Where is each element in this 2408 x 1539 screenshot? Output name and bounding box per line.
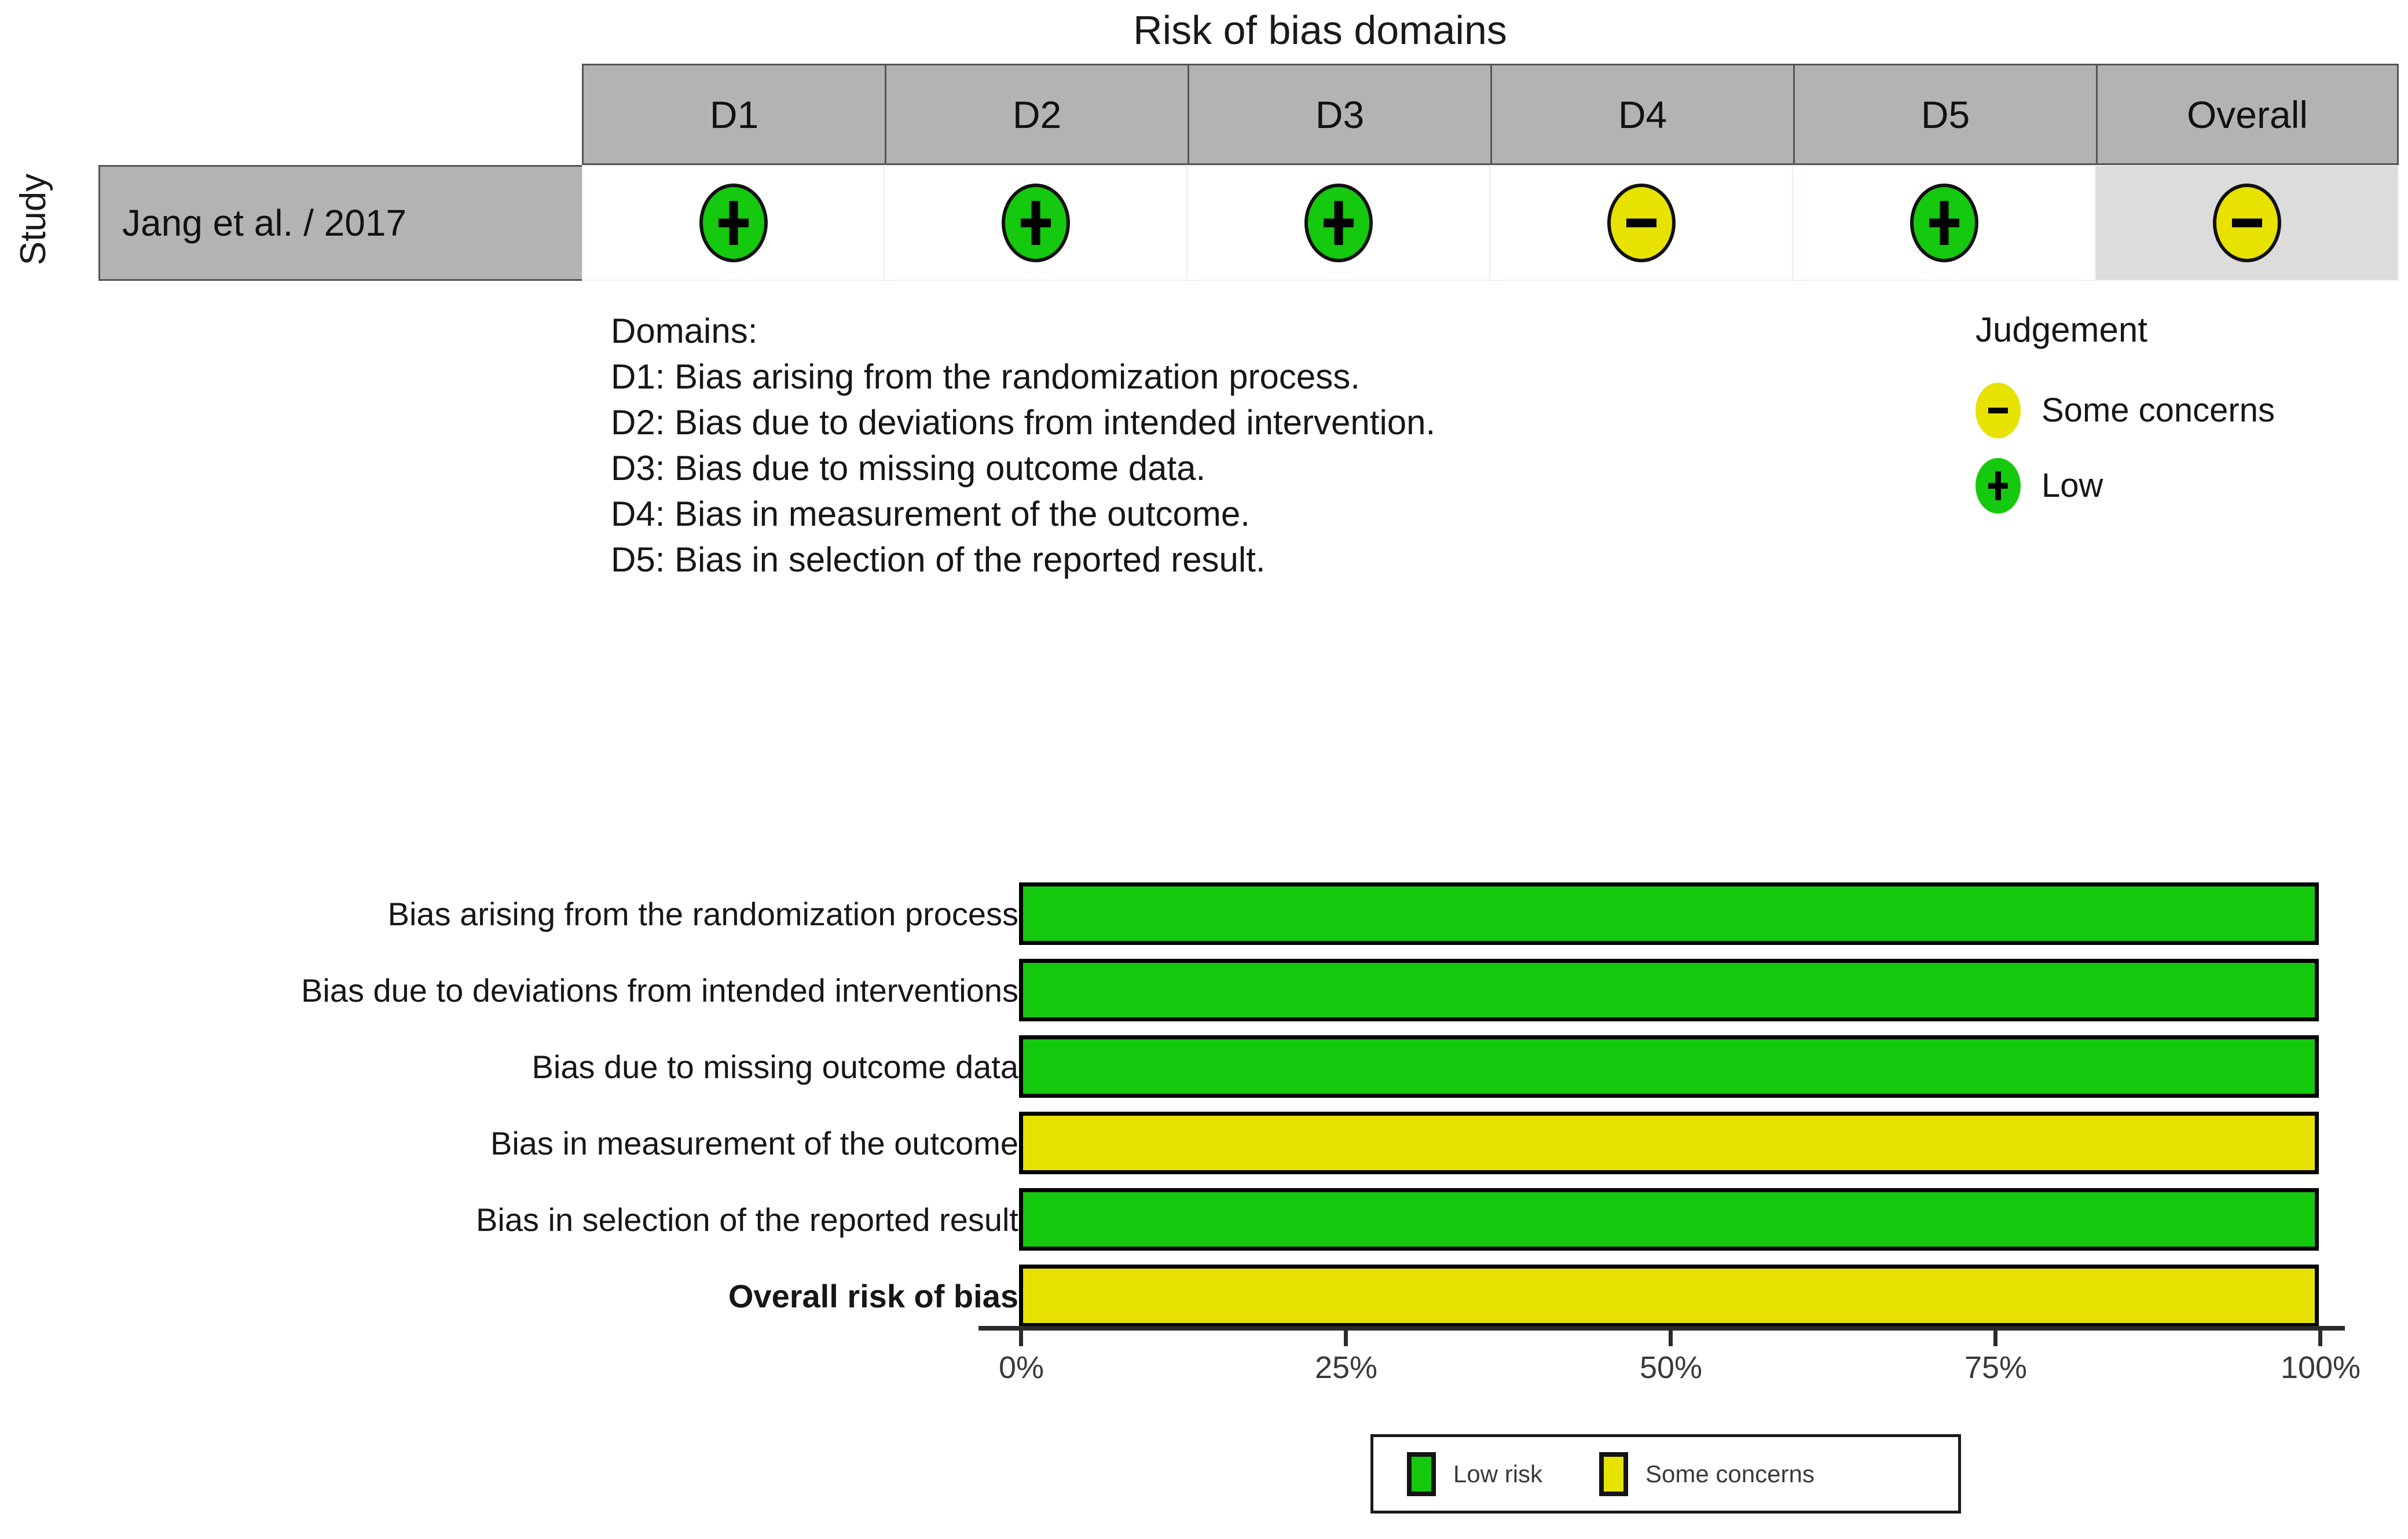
- column-header-d5: D5: [1793, 64, 2096, 165]
- low-risk-plus-icon: [1975, 458, 2021, 514]
- judgement-cell-d5: [1793, 165, 2096, 281]
- traffic-light-header-row: D1 D2 D3 D4 D5 Overall: [582, 64, 2399, 165]
- x-tick-0: [1019, 1331, 1023, 1346]
- some-concerns-minus-icon: [1975, 383, 2021, 438]
- some-concerns-minus-icon: [2212, 184, 2281, 262]
- column-header-d2: D2: [885, 64, 1187, 165]
- traffic-light-judgement-row: [582, 165, 2399, 281]
- domains-key-line-d1: D1: Bias arising from the randomization …: [611, 357, 1360, 396]
- judgement-cell-d1: [582, 165, 885, 281]
- domains-key-line-d4: D4: Bias in measurement of the outcome.: [611, 494, 1250, 533]
- bar-row: Overall risk of bias: [0, 1256, 2408, 1336]
- legend-swatch-low-risk: [1407, 1452, 1436, 1496]
- x-axis-line: [978, 1326, 2345, 1331]
- risk-of-bias-summary-barchart: Bias arising from the randomization proc…: [0, 834, 2408, 1539]
- low-risk-plus-icon: [1909, 184, 1978, 262]
- bar-category-label: Bias arising from the randomization proc…: [387, 896, 1018, 932]
- bar-category-label: Bias in selection of the reported result: [476, 1201, 1018, 1238]
- column-header-d1: D1: [582, 64, 885, 165]
- x-tick-100: [2318, 1331, 2322, 1346]
- low-risk-plus-icon: [699, 184, 768, 262]
- bar-row: Bias due to missing outcome data: [0, 1027, 2408, 1107]
- low-risk-plus-icon: [1001, 184, 1070, 262]
- risk-of-bias-domains-title: Risk of bias domains: [1133, 8, 1507, 53]
- bar-segment-low-risk: [1019, 959, 2319, 1021]
- judgement-legend-label: Low: [2042, 467, 2103, 504]
- bar-category-label-overall: Overall risk of bias: [728, 1278, 1018, 1314]
- x-tick-label-0: 0%: [998, 1350, 1044, 1385]
- legend-label-low-risk: Low risk: [1453, 1460, 1543, 1487]
- bar-segment-some-concerns: [1019, 1112, 2319, 1174]
- bar-row: Bias in selection of the reported result: [0, 1180, 2408, 1260]
- x-tick-75: [1993, 1331, 1997, 1346]
- bar-category-label: Bias due to missing outcome data: [532, 1049, 1018, 1085]
- bar-row: Bias arising from the randomization proc…: [0, 874, 2408, 954]
- x-tick-label-25: 25%: [1314, 1350, 1378, 1385]
- x-tick-label-100: 100%: [2280, 1350, 2361, 1385]
- bar-category-label: Bias due to deviations from intended int…: [301, 972, 1018, 1009]
- column-header-d4: D4: [1490, 64, 1793, 165]
- judgement-legend-item-some-concerns: Some concerns: [1975, 373, 2275, 448]
- judgement-cell-d4: [1490, 165, 1793, 281]
- x-tick-50: [1669, 1331, 1673, 1346]
- x-tick-label-75: 75%: [1964, 1350, 2028, 1385]
- judgement-cell-overall: [2096, 165, 2399, 281]
- bar-category-label: Bias in measurement of the outcome: [490, 1125, 1018, 1161]
- legend-label-some-concerns: Some concerns: [1645, 1460, 1815, 1487]
- domains-key-line-d5: D5: Bias in selection of the reported re…: [611, 540, 1266, 579]
- bar-row: Bias due to deviations from intended int…: [0, 951, 2408, 1031]
- study-name-cell: Jang et al. / 2017: [98, 165, 584, 281]
- bar-segment-low-risk: [1019, 1035, 2319, 1098]
- domains-key-heading: Domains:: [611, 312, 758, 350]
- bar-segment-some-concerns: [1019, 1265, 2319, 1327]
- bar-segment-low-risk: [1019, 1188, 2319, 1251]
- legend-item-some-concerns: Some concerns: [1599, 1452, 1815, 1496]
- column-header-d3: D3: [1187, 64, 1490, 165]
- bar-segment-low-risk: [1019, 882, 2319, 945]
- bar-row: Bias in measurement of the outcome: [0, 1104, 2408, 1183]
- judgement-legend-item-low: Low: [1975, 448, 2275, 523]
- judgement-legend-title: Judgement: [1975, 310, 2147, 349]
- judgement-legend: Judgement Some concerns Low: [1975, 313, 2275, 523]
- domains-key-block: Domains: D1: Bias arising from the rando…: [611, 308, 1435, 582]
- column-header-overall: Overall: [2096, 64, 2399, 165]
- low-risk-plus-icon: [1304, 184, 1373, 262]
- judgement-legend-label: Some concerns: [2042, 391, 2275, 429]
- x-tick-25: [1344, 1331, 1348, 1346]
- judgement-cell-d3: [1187, 165, 1490, 281]
- chart-legend: Low risk Some concerns: [1370, 1434, 1961, 1514]
- domains-key-line-d2: D2: Bias due to deviations from intended…: [611, 403, 1436, 442]
- legend-item-low-risk: Low risk: [1407, 1452, 1542, 1496]
- judgement-cell-d2: [885, 165, 1187, 281]
- some-concerns-minus-icon: [1607, 184, 1676, 262]
- domains-key-line-d3: D3: Bias due to missing outcome data.: [611, 449, 1206, 488]
- legend-swatch-some-concerns: [1599, 1452, 1629, 1496]
- study-axis-label: Study: [13, 173, 53, 266]
- x-tick-label-50: 50%: [1639, 1350, 1703, 1385]
